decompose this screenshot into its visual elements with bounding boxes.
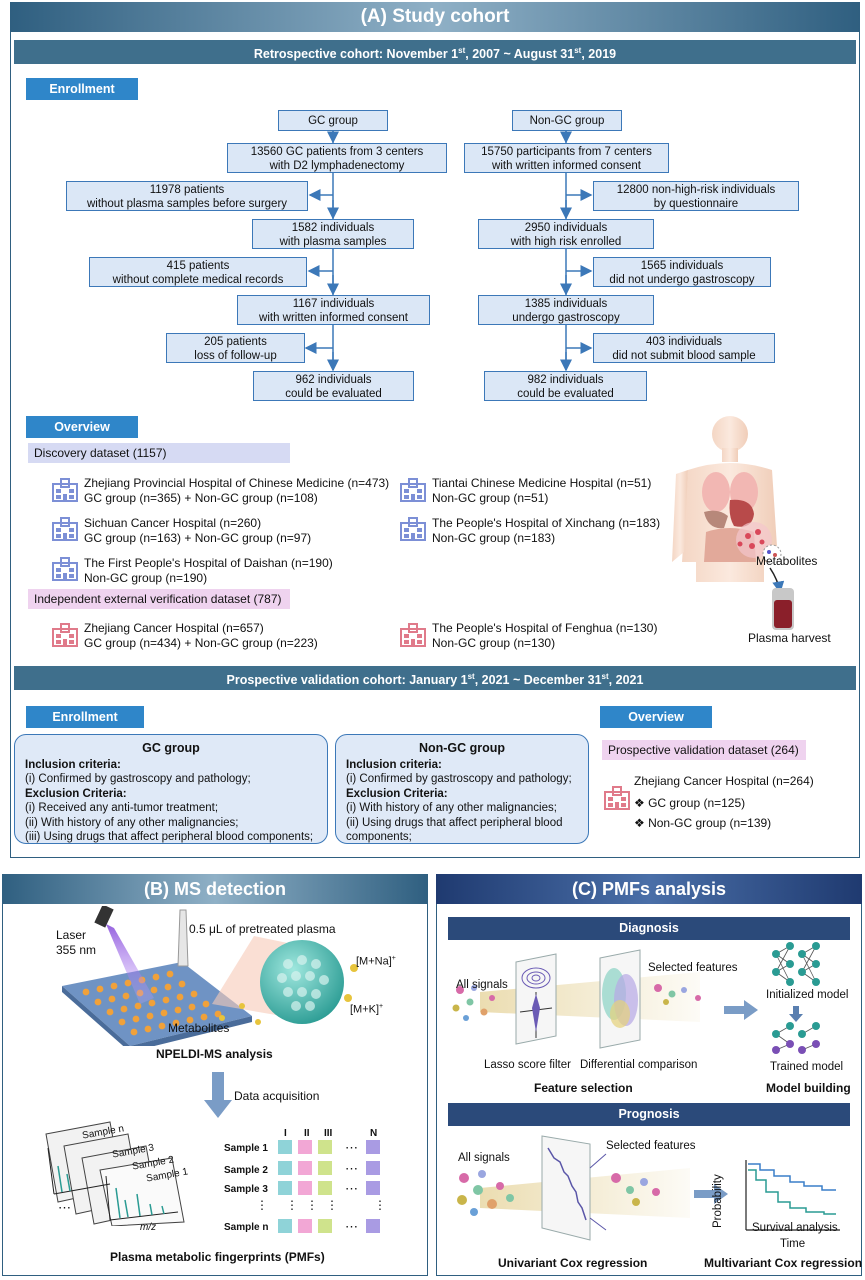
data-acquisition-label: Data acquisition [234,1089,320,1103]
diagnosis-illustration [452,942,820,1054]
univariant-cox-label: Univariant Cox regression [498,1256,648,1270]
prospective-nongc-count: ❖ Non-GC group (n=139) [634,816,772,830]
prospective-cohort-bar: Prospective validation cohort: January 1… [14,666,856,690]
hospital-zhejiang-provincial: Zhejiang Provincial Hospital of Chinese … [84,476,390,505]
matrix-hdots-1: ⋯ [345,1140,358,1155]
mna-label: [M+Na]+ [356,955,396,968]
prospective-dataset-label: Prospective validation dataset (264) [602,740,806,760]
survival-analysis-label: Survival analysis [752,1222,838,1234]
hospital-icon [400,623,426,647]
survival-plot [745,1160,840,1231]
feature-selection-label: Feature selection [534,1081,633,1095]
hospital-tiantai: Tiantai Chinese Medicine Hospital (n=51)… [432,476,652,505]
multivariant-cox-label: Multivariant Cox regression [704,1256,863,1270]
retrospective-cohort-bar: Retrospective cohort: November 1st, 2007… [14,40,856,64]
matrix-hdots-n: ⋯ [345,1219,358,1234]
row-label-1: Sample 1 [224,1143,268,1154]
model-building-label: Model building [766,1081,851,1095]
diagnosis-bar: Diagnosis [448,917,850,940]
hospital-icon [400,517,426,541]
hospital-icon [52,557,78,581]
hospital-daishan: The First People's Hospital of Daishan (… [84,556,333,585]
col-header-2: II [304,1128,310,1139]
initialized-model-label: Initialized model [766,989,849,1001]
col-header-3: III [324,1128,333,1139]
matrix-hdots-3: ⋯ [345,1181,358,1196]
probability-axis-label: Probability [712,1174,724,1228]
row-label-3: Sample 3 [224,1184,268,1195]
section-b-title: (B) MS detection [2,874,428,904]
pmfs-caption: Plasma metabolic fingerprints (PMFs) [110,1250,325,1264]
overview-tag-2: Overview [600,706,712,728]
metabolites-label: Metabolites [756,554,818,568]
prospective-gc-count: ❖ GC group (n=125) [634,796,746,810]
prognosis-bar: Prognosis [448,1103,850,1126]
enrollment-tag-2: Enrollment [26,706,144,728]
discovery-dataset-label: Discovery dataset (1157) [28,443,290,463]
down-arrow-icon [204,1072,232,1118]
differential-comparison-label: Differential comparison [580,1059,698,1071]
time-axis-label: Time [780,1238,806,1250]
plasma-volume-label: 0.5 μL of pretreated plasma [189,922,336,936]
gc-criteria-box: GC group Inclusion criteria: (i) Confirm… [14,734,328,844]
matrix-hdots-2: ⋯ [345,1161,358,1176]
row-label-2: Sample 2 [224,1165,268,1176]
prospective-hospital: Zhejiang Cancer Hospital (n=264) [634,774,814,788]
enrollment-tag: Enrollment [26,78,138,100]
selected-features-label-2: Selected features [606,1140,696,1152]
hospital-icon [52,623,78,647]
laser-label: Laser [56,928,87,942]
gc-group-box: GC group [278,110,388,131]
hospital-icon [52,478,78,502]
all-signals-label: All signals [456,979,508,991]
spectra-stack-illustration [45,1121,185,1226]
hospital-icon [52,517,78,541]
laser-wavelength-label: 355 nm [56,943,97,957]
external-dataset-label: Independent external verification datase… [28,589,290,609]
prognosis-illustration [457,1135,728,1241]
hospital-sichuan: Sichuan Cancer Hospital (n=260)GC group … [84,516,312,545]
npeldi-ms-illustration [62,906,358,1046]
human-body-illustration [672,416,794,630]
col-header-n: N [370,1128,378,1139]
hospital-xinchang: The People's Hospital of Xinchang (n=183… [432,516,661,545]
metabolites-label-b: Metabolites [168,1021,230,1035]
all-signals-label-2: All signals [458,1152,510,1164]
section-c-title: (C) PMFs analysis [436,874,862,904]
lasso-label: Lasso score filter [484,1059,571,1071]
trained-model-label: Trained model [770,1061,844,1073]
plasma-harvest-label: Plasma harvest [748,631,831,645]
overview-tag: Overview [26,416,138,438]
mz-axis-label: m/z [140,1222,157,1233]
nongc-criteria-box: Non-GC group Inclusion criteria: (i) Con… [335,734,589,844]
mk-label: [M+K]+ [350,1003,384,1016]
pmf-matrix [278,1140,380,1233]
selected-features-label: Selected features [648,962,738,974]
hospital-zhejiang-cancer: Zhejiang Cancer Hospital (n=657)GC group… [84,621,318,650]
row-label-n: Sample n [224,1222,269,1233]
npeldi-ms-analysis-label: NPELDI-MS analysis [156,1047,273,1061]
hospital-icon [400,478,426,502]
col-header-1: I [284,1128,287,1139]
hospital-fenghua: The People's Hospital of Fenghua (n=130)… [432,621,658,650]
hospital-icon [604,786,630,810]
spectra-more-dots: ⋯ [58,1200,71,1215]
section-a-title: (A) Study cohort [10,2,860,32]
nongc-group-box: Non-GC group [512,110,622,131]
